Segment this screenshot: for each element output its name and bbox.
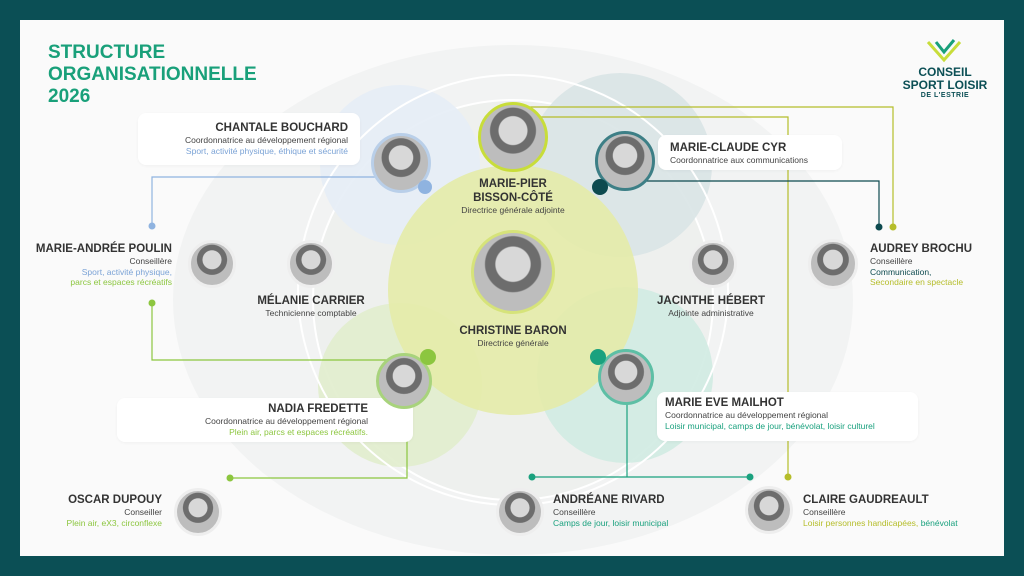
person-name: MARIE-CLAUDE CYR bbox=[670, 142, 787, 154]
person-name: BISSON-CÔTÉ bbox=[473, 192, 553, 204]
person-role: Directrice générale adjointe bbox=[461, 205, 565, 215]
person-focus: Loisir municipal, camps de jour, bénévol… bbox=[665, 420, 875, 431]
person-name: ANDRÉANE RIVARD bbox=[553, 494, 665, 506]
person-name: MARIE-ANDRÉE POULIN bbox=[35, 243, 172, 255]
person-jacinthe: JACINTHE HÉBERT Adjointe administrative bbox=[631, 294, 791, 319]
person-melanie: MÉLANIE CARRIER Technicienne comptable bbox=[231, 294, 391, 319]
avatar-audrey bbox=[808, 239, 858, 289]
card-bg bbox=[117, 398, 413, 442]
person-name: JACINTHE HÉBERT bbox=[657, 295, 765, 307]
person-role: Coordonnatrice aux communications bbox=[670, 155, 808, 165]
person-name: CHANTALE BOUCHARD bbox=[215, 122, 348, 134]
person-marie-eve: MARIE EVE MAILHOT Coordonnatrice au déve… bbox=[665, 396, 875, 431]
person-focus: bénévolat bbox=[920, 517, 958, 528]
person-focus: Sport, activité physique, bbox=[81, 266, 172, 277]
title-line: STRUCTURE bbox=[48, 42, 166, 63]
person-role: Coordonnatrice au développement régional bbox=[665, 410, 829, 420]
person-name: MARIE-PIER bbox=[479, 178, 547, 190]
dot bbox=[590, 349, 606, 365]
person-focus: Secondaire en spectacle bbox=[870, 277, 964, 287]
person-nadia: NADIA FREDETTE Coordonnatrice au dévelop… bbox=[120, 402, 368, 437]
person-audrey: AUDREY BROCHU Conseillère Communication,… bbox=[870, 242, 972, 288]
title-line: ORGANISATIONNELLE bbox=[48, 64, 257, 85]
avatar-chantale bbox=[371, 133, 431, 193]
logo: CONSEIL SPORT LOISIR DE L'ESTRIE bbox=[890, 39, 1000, 99]
person-name: NADIA FREDETTE bbox=[268, 403, 368, 415]
person-name: OSCAR DUPOUY bbox=[68, 494, 162, 506]
dot bbox=[592, 179, 608, 195]
person-oscar: OSCAR DUPOUY Conseiller Plein air, eX3, … bbox=[20, 493, 162, 528]
logo-text: SPORT LOISIR bbox=[902, 78, 988, 92]
logo-text: CONSEIL bbox=[918, 65, 972, 79]
person-role: Adjointe administrative bbox=[668, 308, 754, 318]
avatar-claire bbox=[745, 486, 793, 534]
page-title: STRUCTURE ORGANISATIONNELLE 2026 bbox=[48, 42, 257, 108]
person-chantale: CHANTALE BOUCHARD Coordonnatrice au déve… bbox=[140, 121, 348, 156]
person-name: MARIE EVE MAILHOT bbox=[665, 397, 784, 409]
avatar-melanie bbox=[287, 240, 335, 288]
person-name: AUDREY BROCHU bbox=[870, 243, 973, 255]
logo-chevron-icon bbox=[926, 39, 962, 63]
person-role: Conseillère bbox=[803, 507, 846, 517]
person-name: CLAIRE GAUDREAULT bbox=[803, 494, 929, 506]
person-focus: Plein air, eX3, circonflexe bbox=[66, 517, 162, 528]
person-focus: Sport, activité physique, éthique et séc… bbox=[185, 145, 348, 156]
logo-text: DE L'ESTRIE bbox=[920, 92, 970, 99]
dot bbox=[420, 349, 436, 365]
person-marie-andree: MARIE-ANDRÉE POULIN Conseillère Sport, a… bbox=[20, 242, 172, 288]
person-andreane: ANDRÉANE RIVARD Conseillère Camps de jou… bbox=[553, 493, 668, 528]
avatar-jacinthe bbox=[689, 240, 737, 288]
dot bbox=[418, 180, 432, 194]
avatar-oscar bbox=[174, 488, 222, 536]
person-role: Directrice générale bbox=[477, 338, 549, 348]
card-bg bbox=[657, 392, 918, 441]
person-focus: Plein air, parcs et espaces récréatifs. bbox=[229, 426, 368, 437]
card-bg bbox=[138, 113, 360, 165]
avatar-marie-andree bbox=[188, 240, 236, 288]
card-bg bbox=[658, 135, 842, 170]
person-claire: CLAIRE GAUDREAULT Conseillère Loisir per… bbox=[803, 493, 958, 528]
person-role: Conseillère bbox=[870, 256, 913, 266]
person-role: Conseiller bbox=[124, 507, 162, 517]
avatar-christine bbox=[471, 230, 555, 314]
person-focus: Loisir personnes handicapées, bbox=[803, 517, 919, 528]
person-role: Conseillère bbox=[553, 507, 596, 517]
avatar-marie-eve bbox=[598, 349, 654, 405]
avatar-marie-pier bbox=[478, 102, 548, 172]
person-christine: CHRISTINE BARON Directrice générale bbox=[413, 324, 613, 349]
person-focus: parcs et espaces récréatifs bbox=[70, 277, 172, 287]
avatar-andreane bbox=[496, 488, 544, 536]
person-role: Technicienne comptable bbox=[265, 308, 357, 318]
person-focus: Communication, bbox=[870, 266, 932, 277]
person-name: MÉLANIE CARRIER bbox=[257, 295, 365, 307]
person-marie-claude: MARIE-CLAUDE CYR Coordonnatrice aux comm… bbox=[670, 141, 808, 166]
person-marie-pier: MARIE-PIER BISSON-CÔTÉ Directrice généra… bbox=[413, 177, 613, 216]
person-role: Conseillère bbox=[129, 256, 172, 266]
person-role: Coordonnatrice au développement régional bbox=[184, 135, 348, 145]
person-role: Coordonnatrice au développement régional bbox=[204, 416, 368, 426]
person-name: CHRISTINE BARON bbox=[459, 325, 567, 337]
person-focus: Camps de jour, loisir municipal bbox=[553, 517, 669, 528]
title-line: 2026 bbox=[48, 86, 91, 107]
